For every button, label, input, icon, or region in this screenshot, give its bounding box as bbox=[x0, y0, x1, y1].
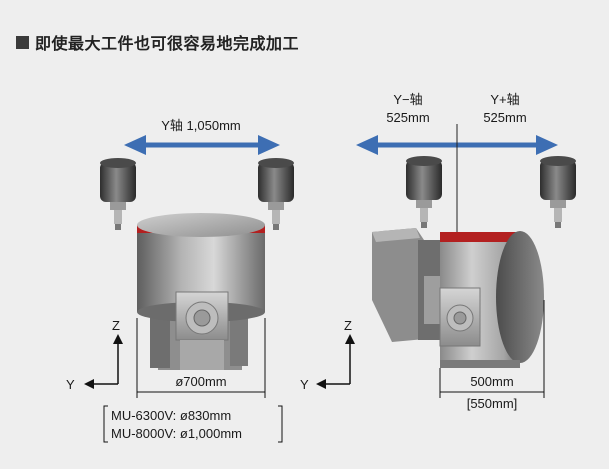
y-travel-label: Y轴 1,050mm bbox=[161, 118, 240, 133]
page-title: 即使最大工件也可很容易地完成加工 bbox=[35, 34, 300, 53]
spindle-head-center bbox=[406, 156, 442, 228]
width-label: 500mm bbox=[470, 374, 513, 389]
axis-indicator-left bbox=[84, 334, 123, 389]
width-alt-label: [550mm] bbox=[467, 396, 518, 411]
title-marker bbox=[16, 35, 29, 49]
spindle-head-left bbox=[100, 158, 136, 230]
model-spec-6300v: MU-6300V: ø830mm bbox=[111, 408, 231, 423]
y-axis-label-right: Y bbox=[300, 377, 309, 392]
y-minus-label: Y−轴 bbox=[393, 92, 422, 107]
right-diagram: Y−轴 525mm Y+轴 525mm bbox=[300, 92, 576, 411]
model-bracket bbox=[103, 405, 283, 443]
axis-indicator-right bbox=[316, 334, 355, 389]
model-spec-8000v: MU-8000V: ø1,000mm bbox=[111, 426, 242, 441]
y-travel-arrow bbox=[124, 135, 280, 155]
z-axis-label-right: Z bbox=[344, 318, 352, 333]
spindle-head-far-right bbox=[540, 156, 576, 228]
y-plus-value: 525mm bbox=[483, 110, 526, 125]
width-dimension bbox=[439, 300, 545, 398]
y-axis-label-left: Y bbox=[66, 377, 75, 392]
spindle-head-right bbox=[258, 158, 294, 230]
rotary-fixture-right bbox=[439, 287, 481, 347]
z-axis-label-left: Z bbox=[112, 318, 120, 333]
y-minus-value: 525mm bbox=[386, 110, 429, 125]
rotary-fixture-left bbox=[175, 291, 229, 370]
left-diagram: Y轴 1,050mm bbox=[66, 118, 294, 443]
y-plus-label: Y+轴 bbox=[490, 92, 519, 107]
title-bar: 即使最大工件也可很容易地完成加工 bbox=[16, 30, 299, 54]
diameter-dimension bbox=[136, 318, 266, 398]
diameter-label: ø700mm bbox=[175, 374, 226, 389]
tilting-table-body bbox=[372, 228, 442, 342]
